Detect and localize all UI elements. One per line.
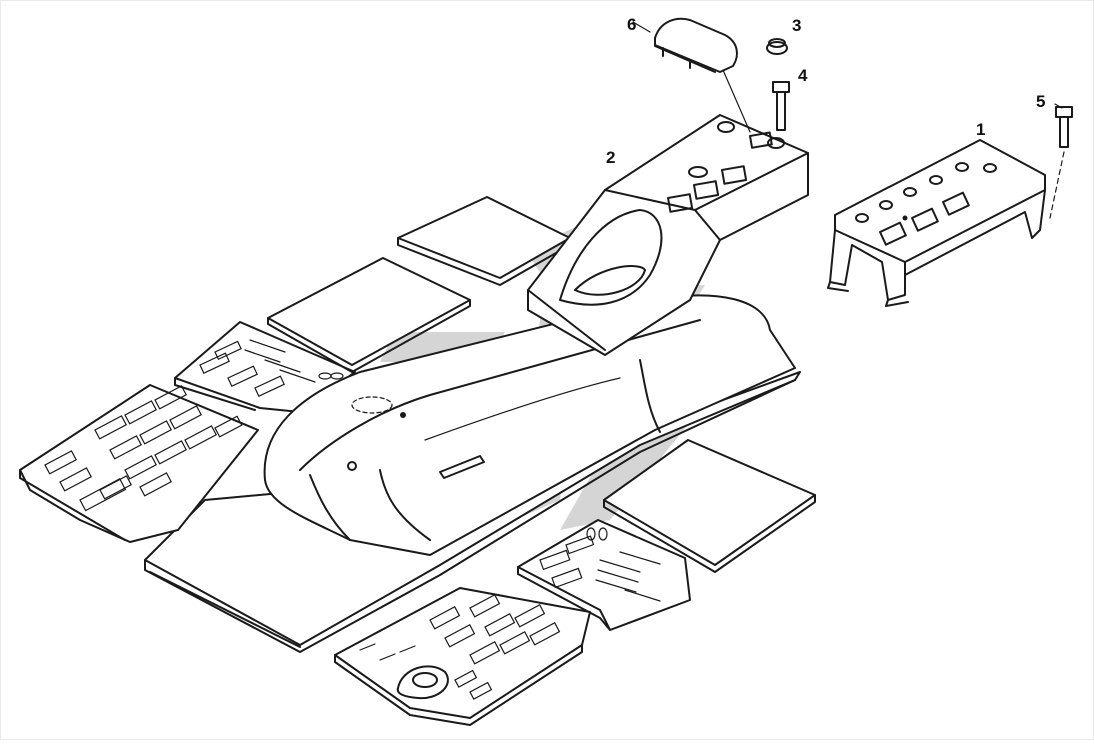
leader-lines [632, 21, 1063, 109]
floor-mat-lower-right [517, 519, 691, 631]
center-console [527, 114, 809, 356]
callout-3: 3 [792, 16, 802, 35]
callout-2: 2 [606, 148, 616, 167]
floor-panel-right [603, 439, 816, 573]
nut [766, 38, 788, 55]
callout-1: 1 [976, 120, 986, 139]
floor-mat-bottom [334, 587, 591, 726]
floor-tunnel [263, 294, 796, 556]
support-bracket [827, 139, 1046, 307]
bolt-4 [772, 81, 790, 131]
callout-5: 5 [1036, 92, 1046, 111]
callout-6: 6 [627, 15, 637, 34]
bolt-5 [1049, 106, 1073, 219]
callout-4: 4 [798, 66, 808, 85]
floor-mat-left [19, 384, 259, 543]
console-lid [654, 17, 751, 133]
